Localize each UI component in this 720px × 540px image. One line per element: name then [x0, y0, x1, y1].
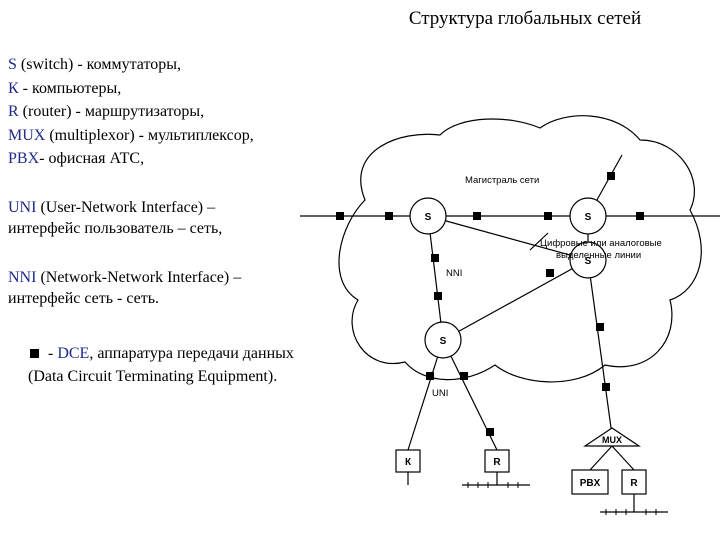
- legend-text: (Network-Network Interface) –: [36, 269, 242, 286]
- dce-square-icon: [544, 212, 552, 220]
- legend-switch: S (switch) - коммутаторы,: [8, 54, 181, 75]
- legend-text-line2: интерфейс пользователь – сеть,: [8, 220, 223, 237]
- computer-label: К: [405, 457, 412, 468]
- dce-square-icon: [636, 212, 644, 220]
- legend-abbr: К: [8, 80, 19, 97]
- link-s4-mux: [587, 259, 613, 436]
- computer-node: [395, 449, 421, 473]
- legend-mux: MUX (multiplexor) - мультиплексор,: [8, 125, 254, 146]
- legend-text: -: [48, 345, 58, 362]
- lines-label: Цифровые или аналоговые: [540, 238, 662, 249]
- router-node: [621, 469, 647, 495]
- switch-label: S: [585, 256, 592, 267]
- mux-node: [583, 427, 641, 447]
- dce-square-icon: [385, 212, 393, 220]
- switch-label: S: [440, 336, 447, 347]
- router-label: R: [493, 457, 501, 468]
- router-node: [484, 449, 510, 473]
- legend-text: (router) - маршрутизаторы,: [18, 103, 205, 120]
- switch-node: [569, 197, 607, 235]
- pbx-node: [571, 469, 609, 495]
- switch-node: [424, 321, 462, 359]
- legend-text: , аппаратура передачи данных: [89, 345, 294, 362]
- lan-bus-ticks: [467, 482, 657, 515]
- pbx-label: PBX: [580, 478, 601, 489]
- legend-router: R (router) - маршрутизаторы,: [8, 101, 204, 122]
- switch-label: S: [585, 212, 592, 223]
- mux-label: MUX: [602, 435, 622, 445]
- switch-label: S: [425, 212, 432, 223]
- router-label: R: [630, 478, 638, 489]
- dce-square-icon: [596, 323, 604, 331]
- backbone-label: Магистраль сети: [465, 175, 539, 186]
- dce-square-icon: [434, 292, 442, 300]
- dce-square-icon: [486, 428, 494, 436]
- legend-pbx: PBX- офисная АТС,: [8, 148, 144, 169]
- legend-text-line2: интерфейс сеть - сеть.: [8, 290, 160, 307]
- network-cloud: [338, 115, 702, 383]
- dce-square-icon: [546, 269, 554, 277]
- dce-square-icon: [30, 349, 39, 358]
- legend-text: (User-Network Interface) –: [36, 199, 216, 216]
- annotation-pointer: [529, 232, 549, 251]
- switch-node: [569, 241, 607, 279]
- legend-abbr: MUX: [8, 127, 46, 144]
- legend-uni: UNI (User-Network Interface) – интерфейс …: [8, 197, 222, 239]
- dce-square-icon: [426, 372, 434, 380]
- dce-square-icon: [473, 212, 481, 220]
- dce-square-icon: [336, 212, 344, 220]
- link-mux-r: [611, 445, 635, 471]
- link-s3-k: [407, 339, 444, 451]
- dce-square-icon: [607, 172, 615, 180]
- link-s3-s4: [442, 259, 589, 341]
- link-s1-s4: [427, 215, 589, 261]
- page-title: Структура глобальных сетей: [408, 8, 642, 29]
- legend-dce-line2: (Data Circuit Terminating Equipment).: [28, 368, 278, 385]
- dce-square-icon: [431, 254, 439, 262]
- legend-abbr: PBX: [8, 150, 40, 167]
- legend-abbr: NNI: [8, 269, 37, 286]
- legend-text: - офисная АТС,: [39, 150, 145, 167]
- legend-computer: К - компьютеры,: [8, 78, 121, 99]
- link-mux-pbx: [589, 445, 613, 471]
- dce-markers: [336, 172, 644, 436]
- network-links: [300, 154, 720, 513]
- legend-abbr: S: [8, 56, 17, 73]
- legend-abbr: UNI: [8, 199, 37, 216]
- switch-node: [409, 197, 447, 235]
- legend-nni: NNI (Network-Network Interface) – интерфе…: [8, 267, 241, 309]
- uni-label: UNI: [432, 388, 448, 399]
- legend-text: (multiplexor) - мультиплексор,: [45, 127, 254, 144]
- legend-dce: - DCE, аппаратура передачи данных: [48, 343, 294, 364]
- legend-abbr: DCE: [57, 345, 90, 362]
- nni-label: NNI: [446, 268, 462, 279]
- legend-abbr: R: [8, 103, 19, 120]
- dce-square-icon: [602, 383, 610, 391]
- legend-text: (switch) - коммутаторы,: [16, 56, 181, 73]
- link-s1-s3: [427, 215, 444, 341]
- dce-square-icon: [460, 372, 468, 380]
- legend-text: - компьютеры,: [18, 80, 122, 97]
- lines-label: выделенные линии: [556, 250, 641, 261]
